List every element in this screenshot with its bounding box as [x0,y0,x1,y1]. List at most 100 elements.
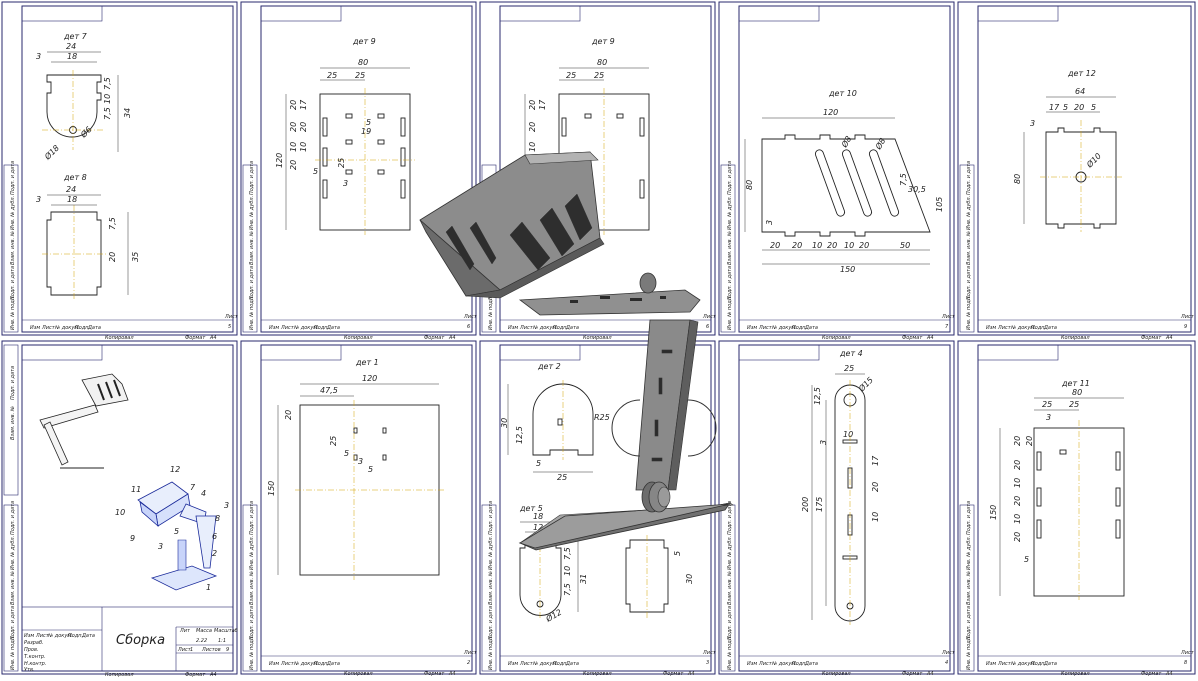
svg-text:Изм: Изм [24,633,34,639]
svg-text:2.22: 2.22 [196,638,207,644]
svg-text:Подп. и дата: Подп. и дата [488,606,494,640]
sheet-6 [240,1,477,336]
svg-text:Взам. инв. №: Взам. инв. № [10,406,16,440]
svg-text:Копировал: Копировал [822,335,851,341]
svg-text:Подп. и дата: Подп. и дата [727,266,733,300]
svg-text:Взам. инв. №: Взам. инв. № [249,231,255,265]
svg-text:5: 5 [1024,555,1029,564]
svg-text:Дата: Дата [565,661,579,667]
svg-text:Формат: Формат [185,672,206,677]
svg-text:50: 50 [900,241,910,250]
svg-text:19: 19 [361,127,371,136]
svg-text:175: 175 [815,497,824,512]
svg-text:Подп.: Подп. [792,661,807,667]
svg-text:№ докум.: № докум. [54,325,80,331]
svg-text:Подп.: Подп. [314,325,329,331]
svg-text:№ докум.: № докум. [1010,661,1036,667]
svg-text:Взам. инв. №: Взам. инв. № [966,571,972,605]
svg-text:Изм: Изм [269,661,279,667]
svg-text:A4: A4 [926,671,934,677]
assembly-title: Сборка [116,633,165,648]
svg-text:5: 5 [536,459,541,468]
svg-text:Разраб.: Разраб. [24,640,44,646]
svg-text:№ докум.: № докум. [771,661,797,667]
svg-text:Инв. № дубл.: Инв. № дубл. [10,536,16,570]
part-label-11: дет 11 [1061,379,1090,388]
svg-text:150: 150 [840,265,855,274]
sheet-5 [1,1,238,336]
svg-text:25: 25 [1069,400,1079,409]
sheet-4 [718,340,955,675]
svg-text:A4: A4 [1165,335,1173,341]
svg-text:Инв. № подл.: Инв. № подл. [488,296,494,331]
svg-text:3: 3 [358,457,363,466]
svg-text:№ докум.: № докум. [293,661,319,667]
svg-text:20: 20 [528,100,537,110]
svg-text:Дата: Дата [804,325,818,331]
svg-text:Подп. и дата: Подп. и дата [966,266,972,300]
svg-text:Изм: Изм [508,325,518,331]
svg-text:Дата: Дата [804,661,818,667]
svg-text:Изм: Изм [747,325,757,331]
svg-text:Лист: Лист [702,314,717,320]
sheet4-parts: дет 4 25 Ø15 12,5 10 3 17 20 10 200 175 [801,349,880,625]
svg-text:20: 20 [289,100,298,110]
part-label-9b: дет 9 [591,37,615,46]
svg-text:№ докум.: № докум. [293,325,319,331]
svg-text:9: 9 [130,534,135,543]
svg-text:Формат: Формат [1141,335,1162,341]
svg-text:20: 20 [792,241,802,250]
svg-text:5: 5 [344,449,349,458]
svg-text:Дата: Дата [326,325,340,331]
svg-text:Лист: Лист [463,314,478,320]
svg-text:10: 10 [843,430,853,439]
svg-text:Лист: Лист [519,661,534,667]
svg-text:Дата: Дата [1043,325,1057,331]
assembly-sheet: 12 7 4 3 11 10 8 9 5 6 2 3 1 Сборка Лит … [21,373,238,678]
sheet-6b [479,1,716,336]
svg-text:10: 10 [812,241,822,250]
svg-text:18: 18 [67,52,77,61]
svg-text:Изм: Изм [986,325,996,331]
svg-text:Лист: Лист [519,325,534,331]
svg-text:6: 6 [212,532,217,541]
svg-text:17: 17 [871,455,880,466]
svg-text:25: 25 [329,436,338,446]
svg-text:3: 3 [224,501,229,510]
svg-text:20: 20 [859,241,869,250]
svg-text:9: 9 [1184,324,1187,330]
svg-text:9: 9 [226,647,229,653]
svg-text:20: 20 [528,122,537,132]
svg-text:5: 5 [673,551,682,556]
svg-text:Лит: Лит [179,628,191,634]
part-2-outline [532,383,594,456]
svg-text:1:1: 1:1 [218,638,226,644]
svg-text:Инв. № подл.: Инв. № подл. [488,636,494,671]
svg-text:Инв. № подл.: Инв. № подл. [249,296,255,331]
svg-text:Формат: Формат [424,671,445,677]
stamp-copied: Копировал [105,335,134,341]
svg-text:Подп. и дата: Подп. и дата [727,501,733,535]
svg-text:Подп.: Подп. [553,325,568,331]
svg-text:Подп. и дата: Подп. и дата [10,366,16,400]
part-label-8: дет 8 [63,173,87,182]
svg-text:№ докум.: № докум. [771,325,797,331]
svg-text:A4: A4 [209,672,217,677]
svg-text:Подп. и дата: Подп. и дата [727,161,733,195]
svg-text:A4: A4 [926,335,934,341]
svg-text:Подп. и дата: Подп. и дата [10,606,16,640]
svg-text:2: 2 [212,549,217,558]
svg-text:Копировал: Копировал [822,671,851,677]
svg-text:Изм: Изм [269,325,279,331]
svg-text:24: 24 [66,42,76,51]
svg-text:Формат: Формат [663,671,684,677]
svg-text:6: 6 [467,324,470,330]
svg-text:Ø8: Ø8 [839,134,854,150]
svg-text:10: 10 [299,142,308,152]
part-label-9: дет 9 [352,37,376,46]
svg-text:Подп. и дата: Подп. и дата [966,161,972,195]
svg-text:20: 20 [284,410,293,420]
svg-text:Взам. инв. №: Взам. инв. № [10,571,16,605]
svg-text:20: 20 [871,482,880,492]
